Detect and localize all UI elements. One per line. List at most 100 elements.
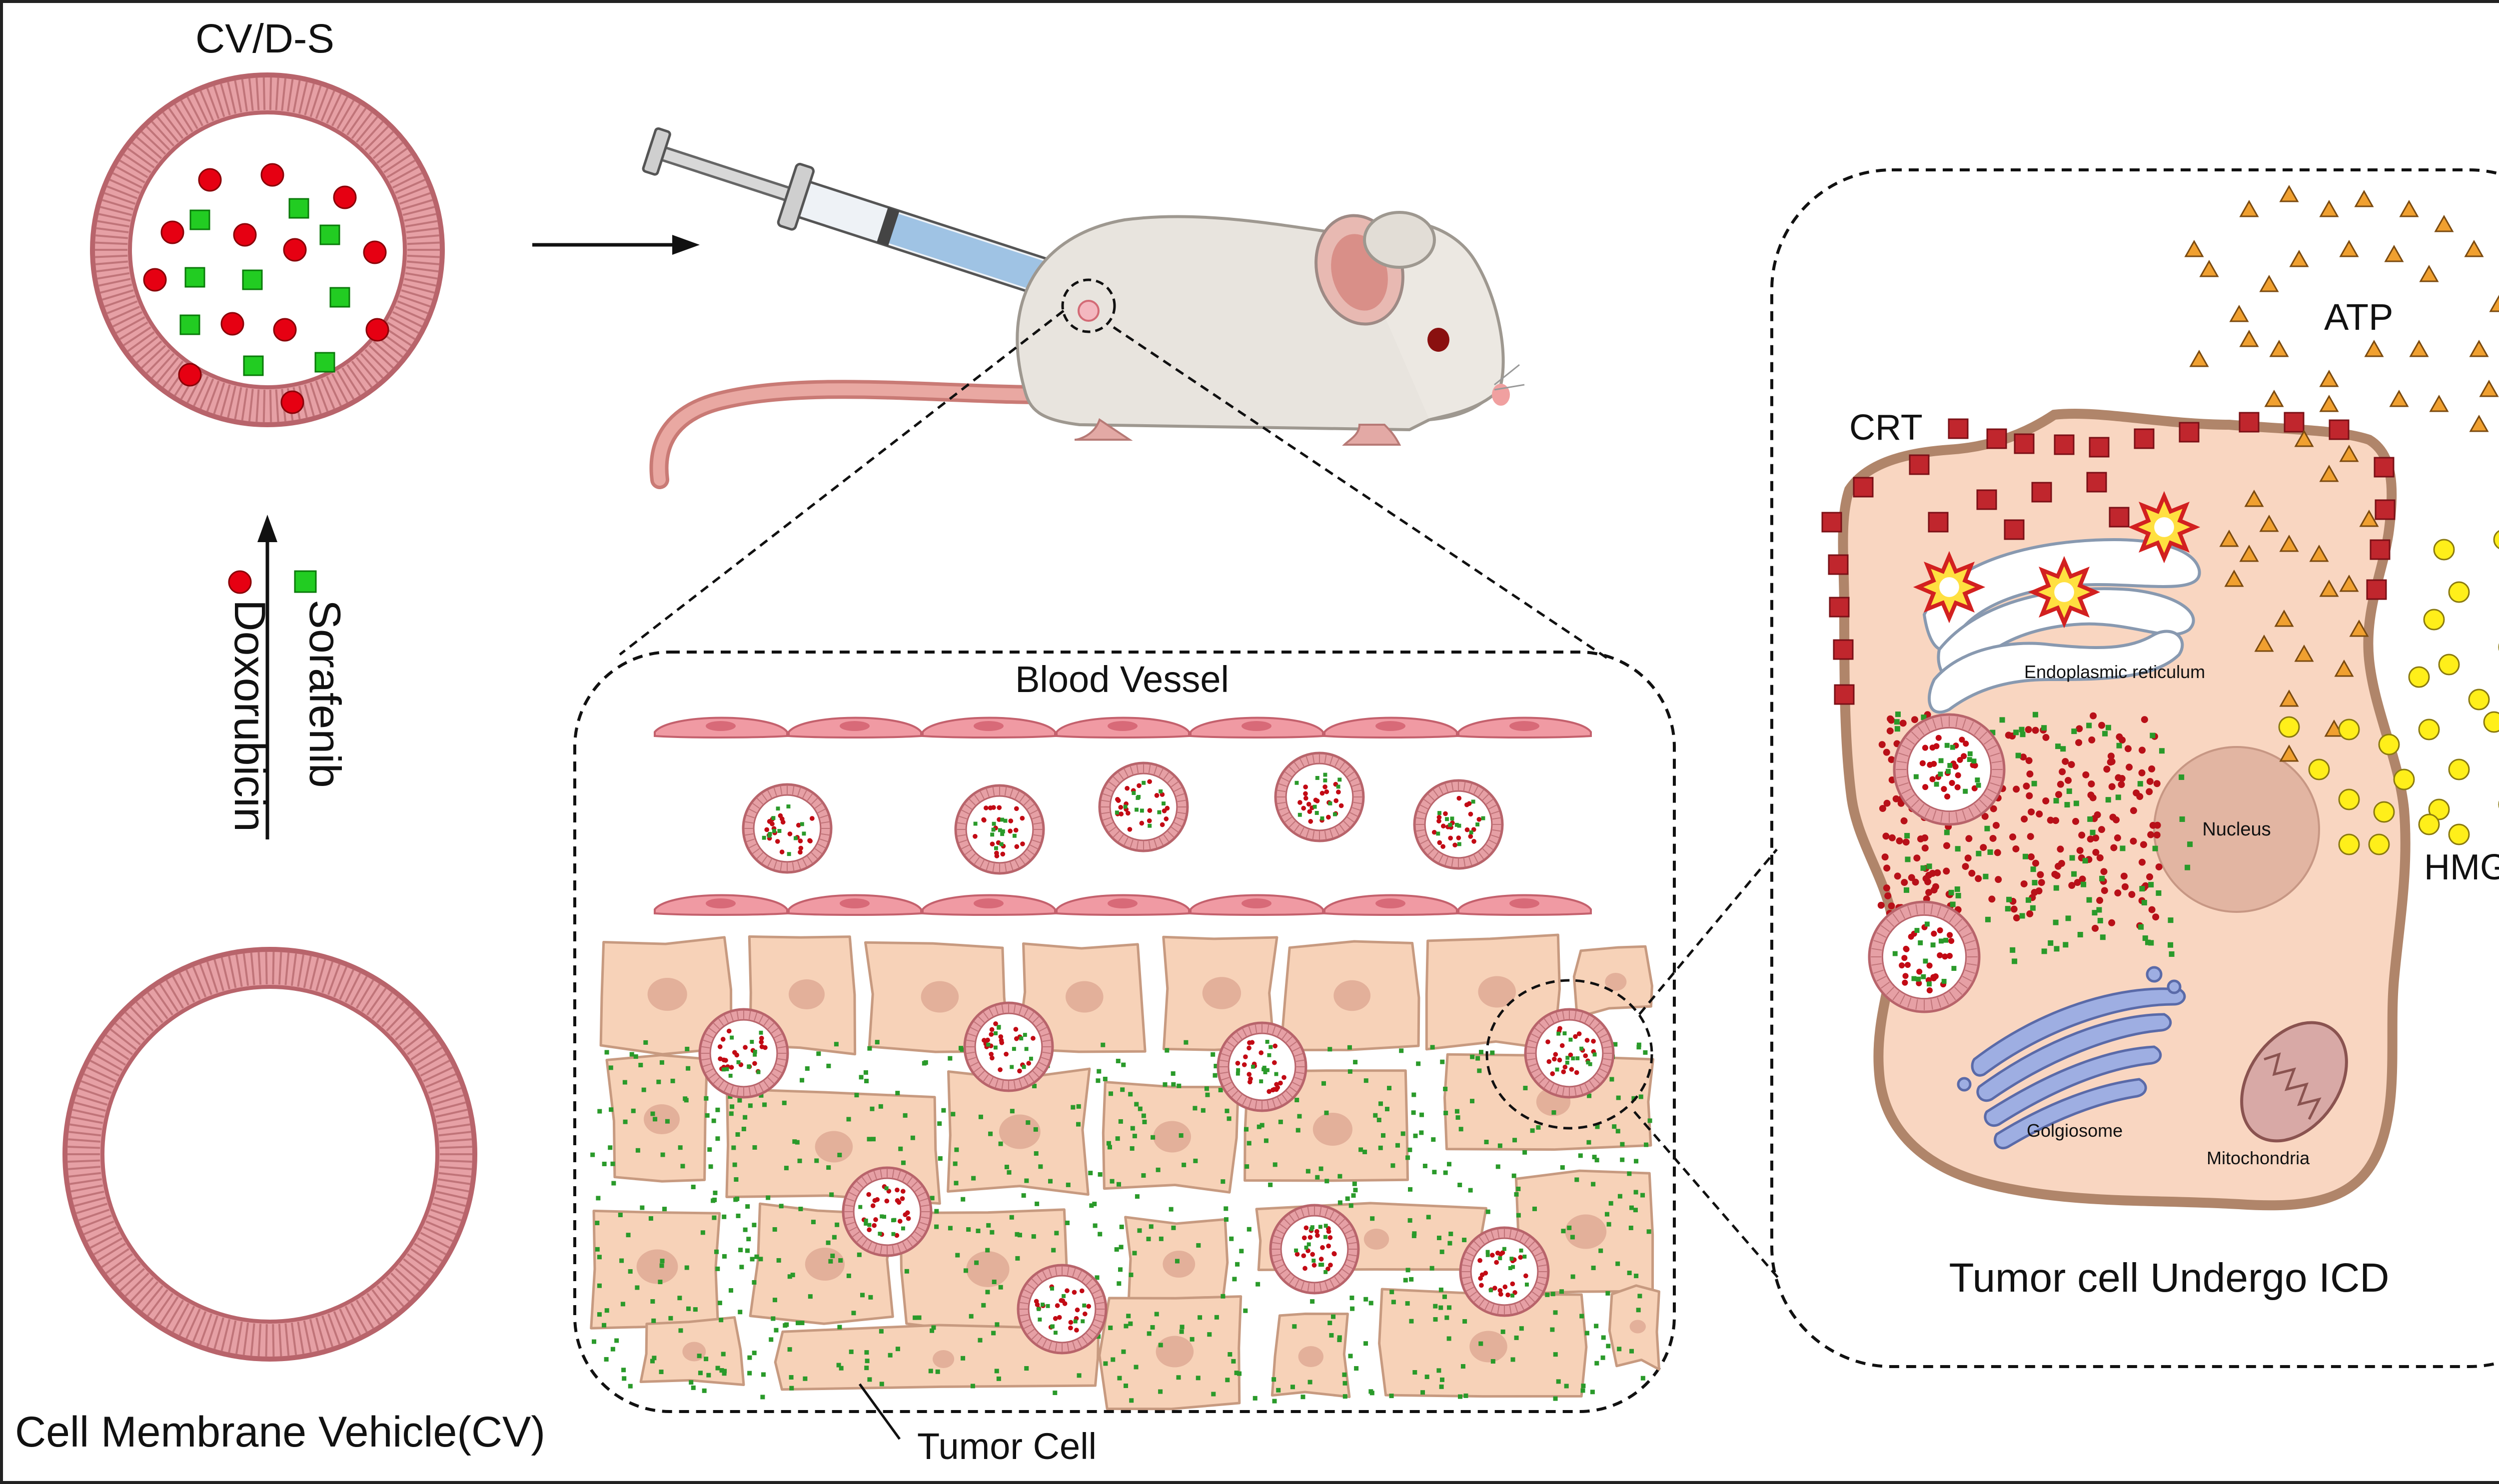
doxorubicin-particle bbox=[273, 318, 297, 342]
tumor-cell-label: Tumor Cell bbox=[917, 1426, 1097, 1467]
doxorubicin-particle bbox=[2121, 883, 2129, 890]
atp-marker bbox=[2239, 544, 2259, 562]
sorafenib-particle bbox=[2141, 900, 2147, 906]
doxorubicin-particle bbox=[1901, 879, 1908, 886]
atp-marker bbox=[2269, 339, 2289, 357]
hmgb1-marker bbox=[2373, 801, 2395, 823]
cell-nucleus bbox=[1163, 1251, 1196, 1278]
mouse-icon bbox=[649, 211, 1525, 489]
atp-marker bbox=[2489, 294, 2499, 312]
doxorubicin-particle bbox=[1899, 720, 1907, 727]
doxorubicin-particle bbox=[1913, 854, 1921, 862]
drug-vesicle bbox=[698, 1008, 789, 1099]
nucleus-label: Nucleus bbox=[2202, 819, 2271, 840]
doxorubicin-particle bbox=[2012, 845, 2020, 852]
atp-marker bbox=[2469, 339, 2489, 357]
doxorubicin-particle bbox=[233, 223, 257, 247]
doxorubicin-particle bbox=[2133, 789, 2140, 796]
hmgb1-marker bbox=[2308, 758, 2330, 780]
circulating-vesicles bbox=[742, 751, 1504, 875]
doxorubicin-particle bbox=[2020, 880, 2028, 887]
doxorubicin-particle bbox=[2075, 739, 2083, 746]
crt-marker bbox=[2089, 437, 2110, 458]
drug-vesicle bbox=[1459, 1226, 1550, 1317]
sorafenib-particle bbox=[2041, 948, 2047, 954]
doxorubicin-particle bbox=[2138, 769, 2146, 776]
hmgb1-marker bbox=[2338, 833, 2360, 855]
atp-marker bbox=[2364, 339, 2384, 357]
sorafenib-particle bbox=[1984, 825, 1990, 831]
doxorubicin-particle bbox=[1943, 842, 1951, 849]
drug-vesicle bbox=[1524, 1008, 1615, 1099]
doxorubicin-particle bbox=[2052, 817, 2060, 824]
sorafenib-particle bbox=[1954, 886, 1960, 892]
doxorubicin-particle bbox=[2059, 768, 2066, 775]
doxorubicin-particle bbox=[2101, 887, 2108, 894]
sorafenib-particle bbox=[2120, 845, 2126, 851]
doxorubicin-particle bbox=[2092, 848, 2100, 856]
doxorubicin-label: Doxorubicin bbox=[225, 600, 275, 832]
crt-markers bbox=[1821, 412, 2396, 705]
sorafenib-particle bbox=[2020, 732, 2026, 738]
sorafenib-particle bbox=[2019, 913, 2025, 919]
crt-marker bbox=[2366, 579, 2387, 600]
doxorubicin-particle bbox=[2036, 810, 2043, 818]
doxorubicin-particle bbox=[2147, 831, 2155, 838]
hmgb1-marker bbox=[2483, 711, 2499, 733]
sorafenib-particle bbox=[2013, 730, 2019, 736]
doxorubicin-particle bbox=[2153, 780, 2161, 787]
cell-nucleus bbox=[1156, 1336, 1194, 1368]
doxorubicin-particle bbox=[2074, 879, 2081, 886]
doxorubicin-particle bbox=[1883, 884, 1890, 892]
sorafenib-particle bbox=[2099, 875, 2105, 881]
doxorubicin-particle bbox=[1980, 844, 1987, 851]
hmgb1-marker bbox=[2448, 823, 2470, 845]
hmgb1-marker bbox=[2423, 609, 2445, 631]
cell-nucleus bbox=[789, 979, 825, 1009]
sorafenib-particle bbox=[2053, 885, 2059, 891]
doxorubicin-particle bbox=[2027, 833, 2034, 840]
sorafenib-particle bbox=[2116, 742, 2122, 748]
sorafenib-particle bbox=[1944, 829, 1950, 835]
hmgb1-marker bbox=[2393, 768, 2415, 790]
cell-nucleus bbox=[999, 1114, 1041, 1149]
blood-vessel-label: Blood Vessel bbox=[1015, 659, 1229, 700]
sorafenib-particle bbox=[1895, 712, 1901, 718]
drug-vesicle bbox=[1274, 751, 1365, 842]
drug-vesicle bbox=[1269, 1204, 1360, 1295]
atp-marker bbox=[2354, 189, 2374, 207]
doxorubicin-particle bbox=[2037, 871, 2044, 878]
doxorubicin-particle bbox=[2096, 897, 2104, 904]
cv-label: Cell Membrane Vehicle(CV) bbox=[15, 1408, 545, 1456]
er-label: Endoplasmic reticulum bbox=[2024, 662, 2205, 682]
cell-nucleus bbox=[682, 1342, 706, 1362]
doxorubicin-particle bbox=[2138, 746, 2146, 754]
sorafenib-particle bbox=[314, 352, 335, 373]
sorafenib-particle bbox=[288, 198, 309, 219]
sorafenib-particle bbox=[2148, 940, 2154, 946]
doxorubicin-particle bbox=[2107, 752, 2115, 760]
sorafenib-particle bbox=[2053, 798, 2059, 804]
doxorubicin-particle bbox=[2021, 815, 2028, 823]
tissue-panel bbox=[573, 651, 1676, 1413]
doxorubicin-particle bbox=[2148, 906, 2156, 913]
sorafenib-particle bbox=[2092, 910, 2098, 916]
atp-marker bbox=[2334, 659, 2354, 677]
doxorubicin-particle bbox=[1981, 812, 1989, 820]
doxorubicin-particle bbox=[1934, 869, 1941, 876]
doxorubicin-particle bbox=[280, 390, 304, 414]
cell-nucleus bbox=[644, 1104, 680, 1134]
doxorubicin-particle bbox=[333, 185, 357, 209]
drug-vesicle bbox=[963, 1001, 1054, 1092]
doxorubicin-particle bbox=[1995, 876, 2002, 883]
sorafenib-particle bbox=[2100, 934, 2106, 940]
doxorubicin-particle bbox=[2028, 808, 2035, 815]
doxorubicin-particle bbox=[1990, 805, 1997, 812]
arrow-icon bbox=[257, 515, 277, 542]
doxorubicin-particle bbox=[1902, 838, 1910, 846]
drug-vesicle bbox=[1413, 779, 1504, 870]
sorafenib-particle bbox=[1990, 730, 1996, 736]
atp-marker bbox=[2279, 744, 2299, 762]
atp-marker bbox=[2219, 529, 2239, 547]
